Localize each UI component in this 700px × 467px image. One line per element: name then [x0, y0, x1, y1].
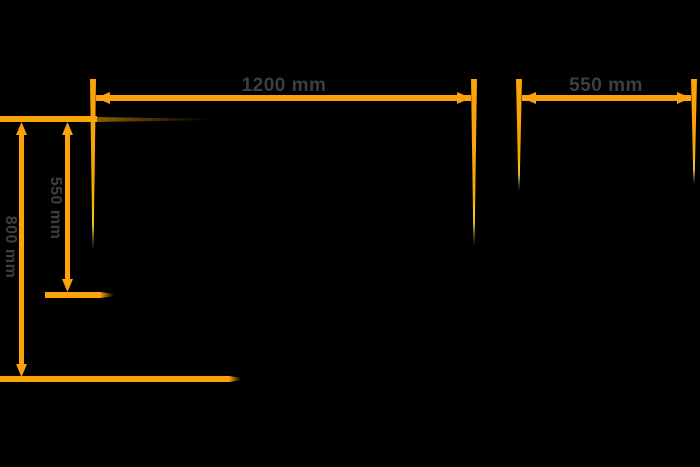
side-depth-label: 550 mm [569, 75, 643, 96]
side-depth-dimension-line [522, 95, 691, 101]
floor-reference-line [0, 376, 229, 382]
upper-height-label: 550 mm [47, 176, 64, 240]
front-width-label: 1200 mm [241, 75, 327, 96]
side-right-leg-line [691, 79, 697, 185]
arrowhead-right-icon [677, 92, 691, 104]
upper-height-dimension-line [65, 132, 70, 282]
arrowhead-up-icon [62, 122, 73, 135]
side-left-leg-line [516, 79, 522, 191]
shelf-reference-line [45, 292, 100, 298]
overall-height-dimension-line [19, 132, 24, 366]
front-right-leg-line [471, 79, 477, 247]
front-width-dimension-line [96, 95, 471, 101]
floor-line-taper [229, 376, 241, 382]
shelf-line-taper [100, 292, 114, 298]
arrowhead-down-icon [16, 364, 27, 377]
tabletop-reference-line [0, 116, 97, 122]
arrowhead-up-icon [16, 122, 27, 135]
overall-height-label: 800 mm [2, 215, 19, 279]
arrowhead-right-icon [457, 92, 471, 104]
arrowhead-left-icon [522, 92, 536, 104]
arrowhead-left-icon [96, 92, 110, 104]
front-left-leg-line [90, 79, 96, 251]
arrowhead-down-icon [62, 279, 73, 292]
tabletop-outline-taper [97, 117, 212, 122]
